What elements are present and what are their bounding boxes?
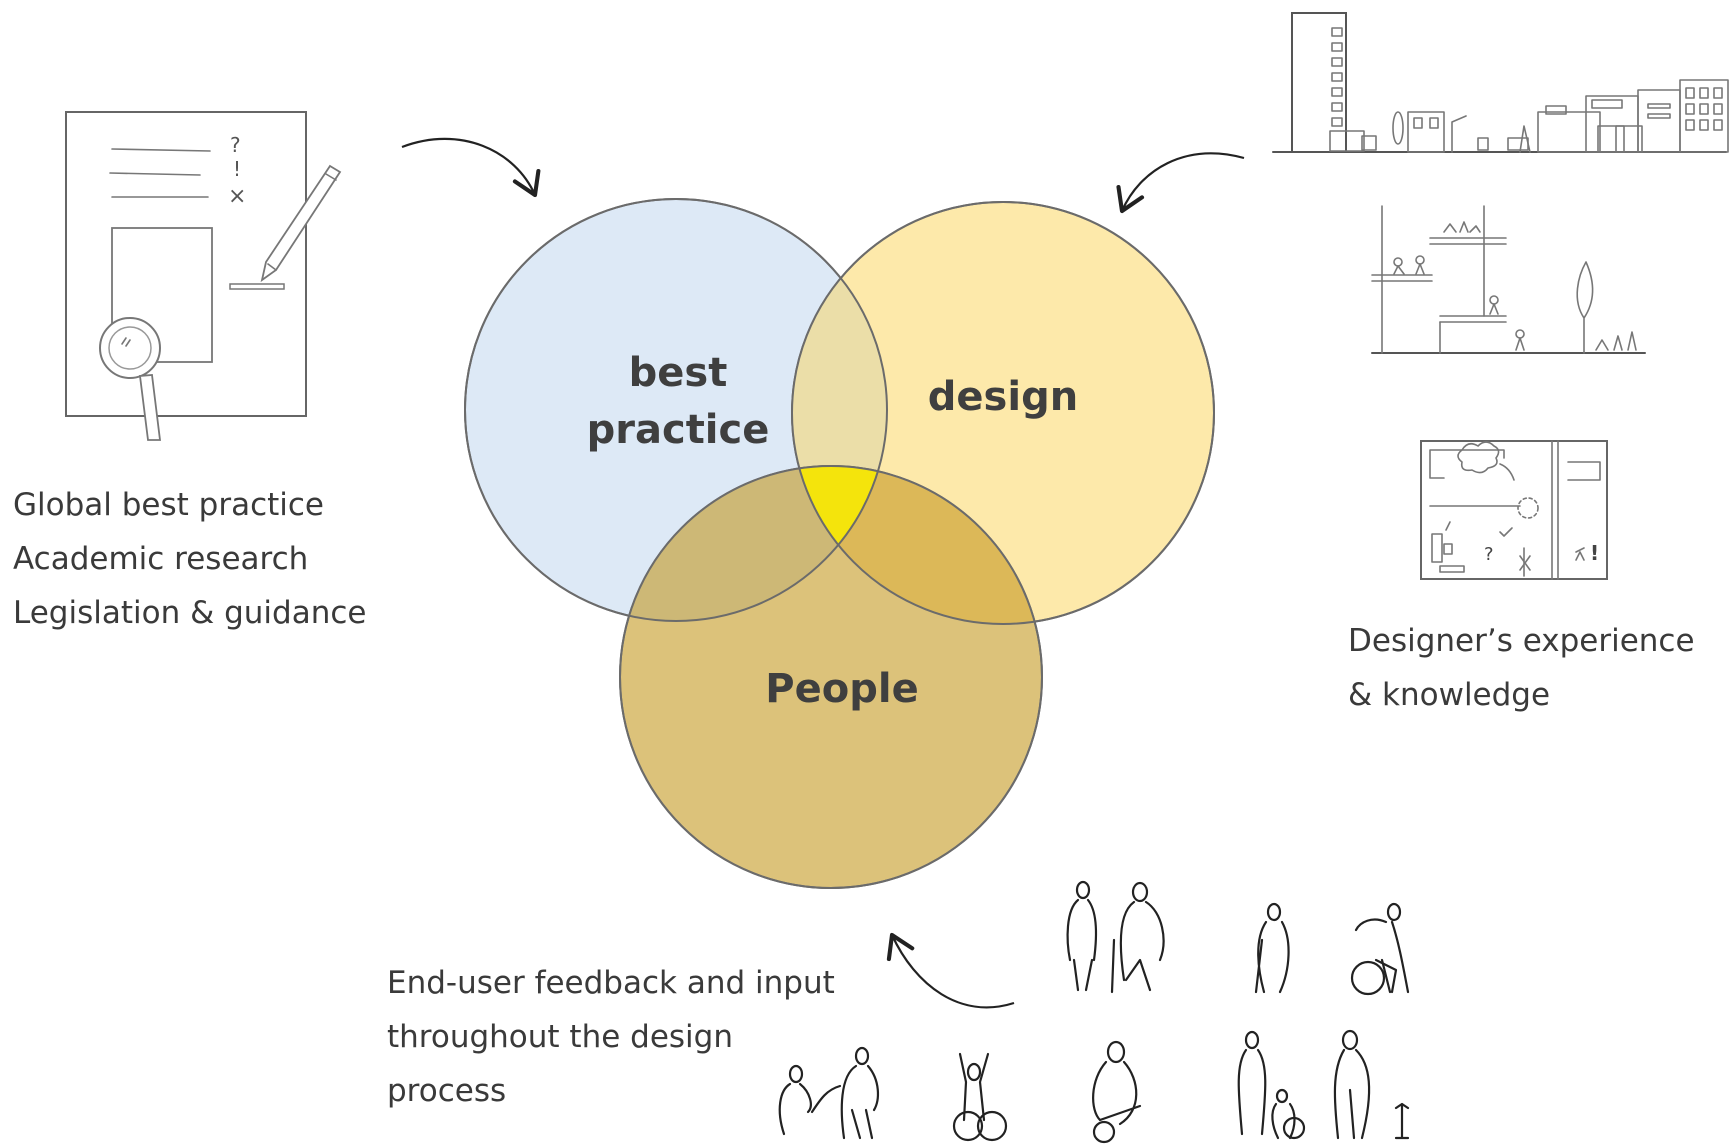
arrow-from-users — [886, 932, 1015, 1009]
magnifier-icon — [99, 317, 162, 441]
caption-line: & knowledge — [1348, 677, 1551, 713]
best-practice-label-line2: practice — [587, 407, 770, 453]
people-label: People — [765, 666, 918, 712]
svg-text:!: ! — [1590, 541, 1599, 565]
svg-text:?: ? — [1484, 544, 1494, 565]
pencil-icon — [229, 164, 342, 290]
street-elevation-icon — [1272, 12, 1729, 153]
arrow-from-research — [401, 137, 541, 198]
arrow-from-designer — [1116, 152, 1245, 214]
caption-end-user-feedback: End-user feedback and input throughout t… — [387, 956, 835, 1118]
question-mark: ? — [230, 133, 241, 157]
floor-plan-icon: ? ! — [1420, 440, 1608, 580]
caption-line: Academic research — [13, 541, 309, 577]
caption-line: Designer’s experience — [1348, 623, 1695, 659]
building-section-icon — [1371, 205, 1646, 354]
research-document-icon: ? ! × — [65, 111, 342, 441]
caption-research-sources: Global best practice Academic research L… — [13, 478, 367, 640]
cross-mark: × — [228, 184, 246, 209]
caption-line: throughout the design — [387, 1019, 733, 1055]
best-practice-label-line1: best — [629, 350, 728, 396]
exclamation-mark: ! — [233, 157, 241, 181]
design-label: design — [928, 374, 1078, 420]
caption-line: Global best practice — [13, 487, 324, 523]
caption-line: Legislation & guidance — [13, 595, 367, 631]
caption-line: process — [387, 1073, 507, 1109]
caption-line: End-user feedback and input — [387, 965, 835, 1001]
caption-designer-knowledge: Designer’s experience & knowledge — [1348, 614, 1695, 722]
overlap-people-design — [792, 466, 1042, 624]
overlap-people-best-practice — [620, 466, 887, 621]
people-figures-icon — [778, 880, 1410, 1144]
venn-diagram: best practice design People — [464, 198, 1215, 889]
